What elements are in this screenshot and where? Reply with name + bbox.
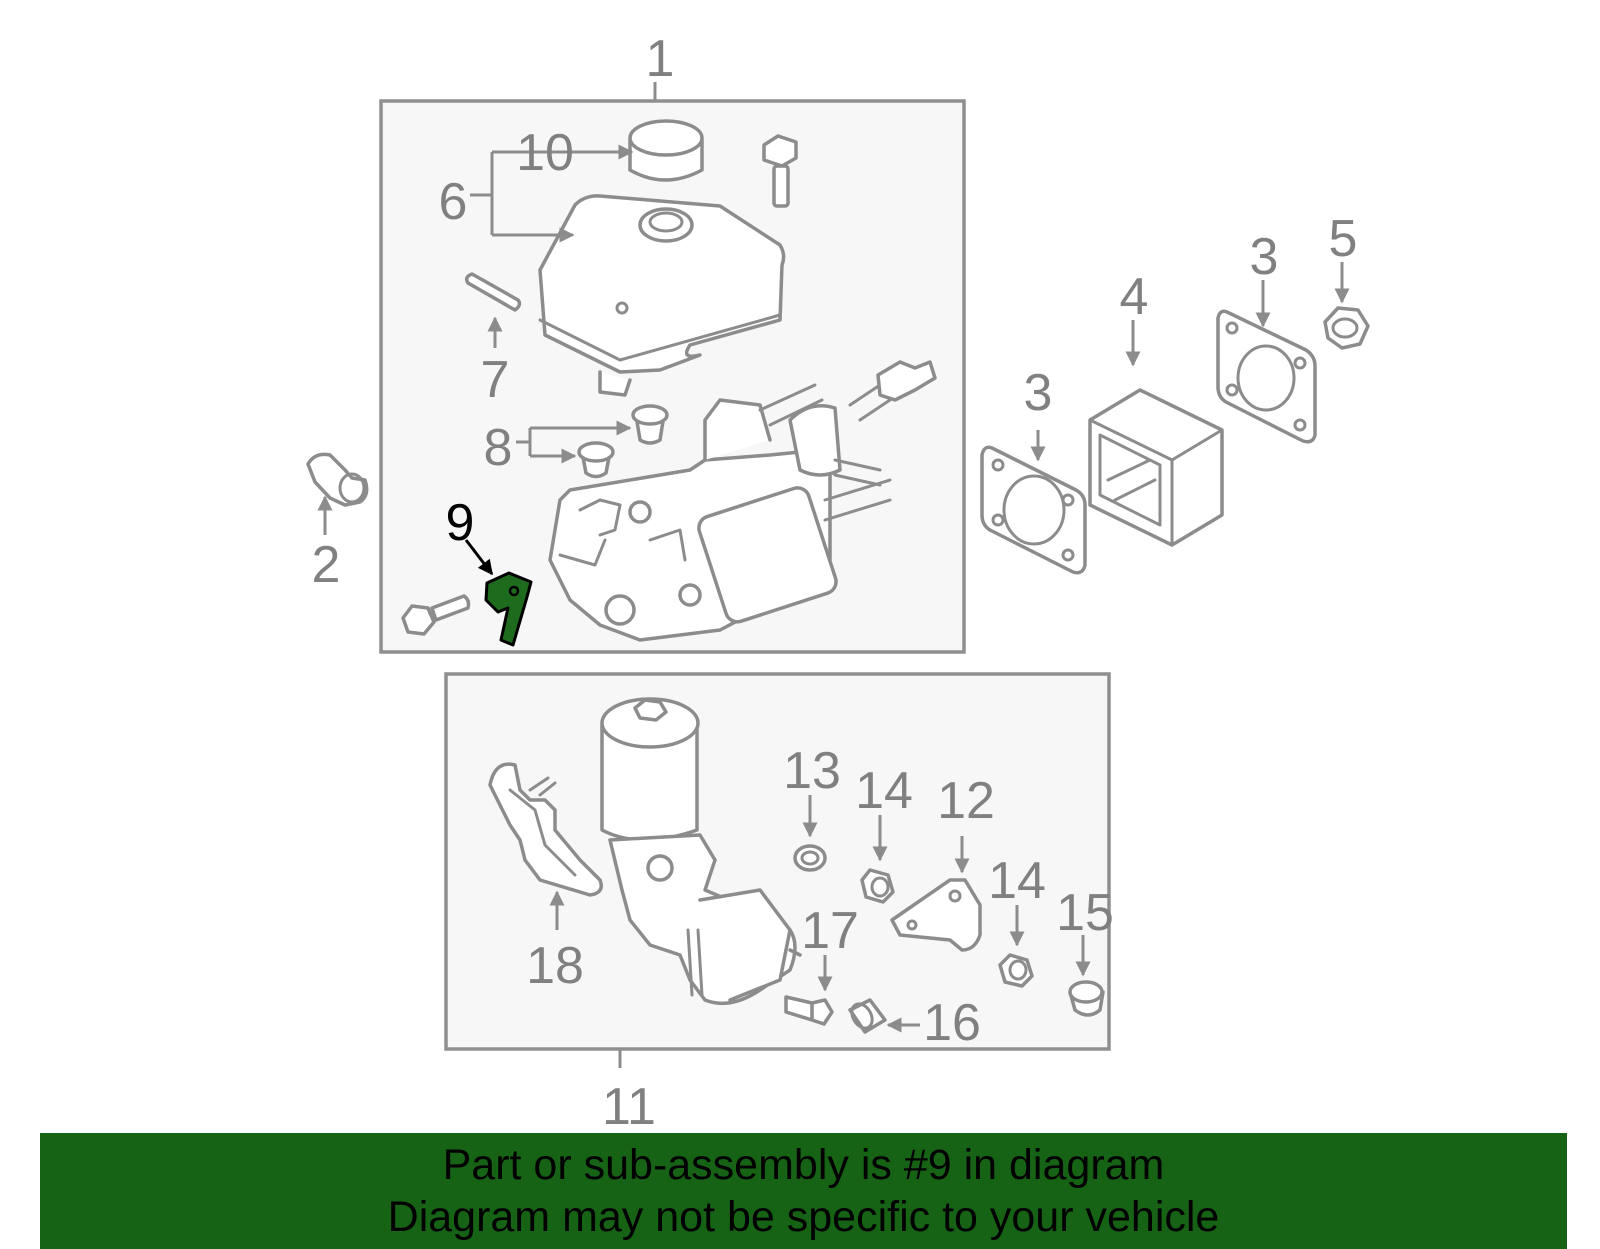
callout-3-left: 3 bbox=[1024, 364, 1053, 422]
callout-15: 15 bbox=[1056, 884, 1114, 942]
callout-2: 2 bbox=[312, 536, 341, 594]
brake-line-bracket bbox=[488, 762, 603, 897]
reservoir-grommet-lower bbox=[577, 441, 615, 479]
collar bbox=[848, 998, 887, 1034]
callout-6: 6 bbox=[439, 173, 468, 231]
banner-line-1: Part or sub-assembly is #9 in diagram bbox=[442, 1141, 1165, 1189]
reservoir-cap bbox=[628, 119, 704, 182]
callout-3-right: 3 bbox=[1250, 228, 1279, 286]
bushing-right bbox=[998, 953, 1034, 988]
mounting-bolt-top bbox=[762, 134, 798, 208]
brake-fluid-reservoir bbox=[538, 194, 786, 397]
gasket-right bbox=[1216, 309, 1317, 444]
sensor-plug bbox=[306, 452, 369, 507]
callout-14-right: 14 bbox=[988, 852, 1046, 910]
insulator-cap bbox=[1068, 980, 1105, 1017]
banner-line-2: Diagram may not be specific to your vehi… bbox=[387, 1193, 1220, 1241]
callout-5: 5 bbox=[1329, 210, 1358, 268]
flange-nut bbox=[1323, 306, 1370, 350]
mounting-bolt-lower bbox=[401, 594, 471, 636]
o-ring bbox=[793, 844, 827, 872]
callout-11: 11 bbox=[602, 1078, 656, 1136]
bracket-part-9[interactable] bbox=[484, 571, 533, 647]
retaining-pin bbox=[464, 272, 522, 312]
pump-bolt bbox=[784, 995, 834, 1026]
callout-1: 1 bbox=[646, 30, 675, 88]
callout-18: 18 bbox=[526, 937, 584, 995]
reservoir-grommet-upper bbox=[631, 404, 669, 445]
callout-17: 17 bbox=[801, 902, 859, 960]
bushing-left bbox=[860, 868, 895, 904]
pump-bracket bbox=[890, 878, 982, 952]
callout-12: 12 bbox=[937, 772, 995, 830]
master-cylinder-booster bbox=[548, 360, 937, 642]
callout-9: 9 bbox=[446, 494, 475, 552]
callout-4: 4 bbox=[1120, 268, 1149, 326]
callout-7: 7 bbox=[481, 351, 510, 409]
callout-14-left: 14 bbox=[855, 762, 913, 820]
spacer-block bbox=[1088, 388, 1224, 547]
callout-13: 13 bbox=[783, 742, 841, 800]
callout-16: 16 bbox=[923, 994, 981, 1052]
callout-10: 10 bbox=[516, 124, 574, 182]
gasket-left bbox=[980, 445, 1087, 575]
callout-8: 8 bbox=[484, 419, 513, 477]
accumulator-pump-assembly bbox=[600, 697, 802, 1006]
info-banner: Part or sub-assembly is #9 in diagram Di… bbox=[40, 1133, 1567, 1249]
